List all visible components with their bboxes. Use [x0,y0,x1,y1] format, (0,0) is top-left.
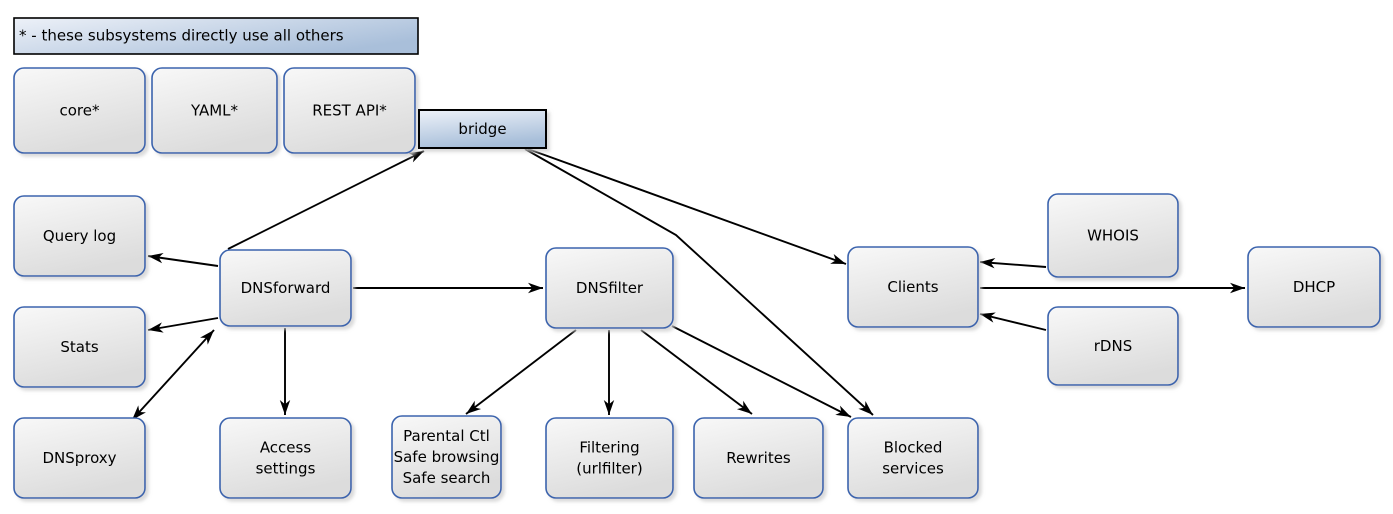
node-label: DNSforward [241,279,331,297]
node-rdns[interactable]: rDNS [1047,306,1179,386]
node-yaml[interactable]: YAML* [151,67,278,154]
node-box [13,195,146,277]
node-label: WHOIS [1087,226,1139,244]
node-label: core* [60,101,100,119]
node-label: Rewrites [726,449,791,467]
node-label: REST API* [312,101,387,119]
edge-clients-dhcp [980,282,1245,294]
node-box [13,417,146,499]
edge-dnsforward-dnsfilter [353,282,543,294]
node-box [151,67,278,154]
node-box [693,417,824,499]
edge-dnsfilter-filtering [603,330,615,415]
edges-layer [131,148,1245,421]
edge-dnsfilter-blocked [671,325,852,418]
node-label: DHCP [1293,278,1335,296]
legend-text: * - these subsystems directly use all ot… [19,27,344,45]
node-box [283,67,416,154]
node-dnsfilter[interactable]: DNSfilter [545,247,674,329]
node-bridge[interactable]: bridge [418,109,547,149]
node-label: Stats [60,338,98,356]
edge-bridge-clients [527,148,847,265]
node-label: DNSfilter [576,279,644,297]
node-dnsproxy[interactable]: DNSproxy [13,417,146,499]
edge-dnsforward-stats [147,317,219,333]
node-box [418,109,547,149]
node-box [847,417,979,499]
edge-dnsfilter-rewrites [640,329,753,415]
node-restapi[interactable]: REST API* [283,67,416,154]
node-rewrites[interactable]: Rewrites [693,417,824,499]
edge-dnsforward-dnsproxy [131,329,215,421]
edge-dnsfilter-parental [465,329,577,415]
edge-dnsforward-bridge [227,150,425,250]
node-box [13,306,146,388]
node-querylog[interactable]: Query log [13,195,146,277]
node-box [219,249,352,327]
node-box [391,415,502,499]
node-whois[interactable]: WHOIS [1047,193,1179,278]
node-label: rDNS [1094,337,1132,355]
node-label: Query log [43,227,116,245]
edge-dnsforward-querylog [147,252,219,267]
node-label: Filtering(urlfilter) [576,438,642,477]
legend-box [13,17,419,55]
edge-whois-clients [979,257,1047,269]
node-clients[interactable]: Clients [847,246,979,328]
node-dhcp[interactable]: DHCP [1247,246,1381,328]
node-filtering[interactable]: Filtering(urlfilter) [545,417,674,499]
node-stats[interactable]: Stats [13,306,146,388]
node-box [13,67,146,154]
node-label: bridge [458,120,506,138]
edge-bridge-blocked [524,148,874,416]
node-box [545,417,674,499]
node-box [219,417,352,499]
node-box [545,247,674,329]
node-box [1047,193,1179,278]
edge-dnsforward-access [279,328,291,415]
node-box [1047,306,1179,386]
edge-rdns-clients [979,312,1047,331]
node-box [1247,246,1381,328]
node-dnsforward[interactable]: DNSforward [219,249,352,327]
node-label: DNSproxy [42,449,116,467]
node-box [847,246,979,328]
node-label: Clients [887,278,938,296]
node-label: YAML* [190,101,239,119]
node-core[interactable]: core* [13,67,146,154]
legend-note: * - these subsystems directly use all ot… [13,17,419,55]
